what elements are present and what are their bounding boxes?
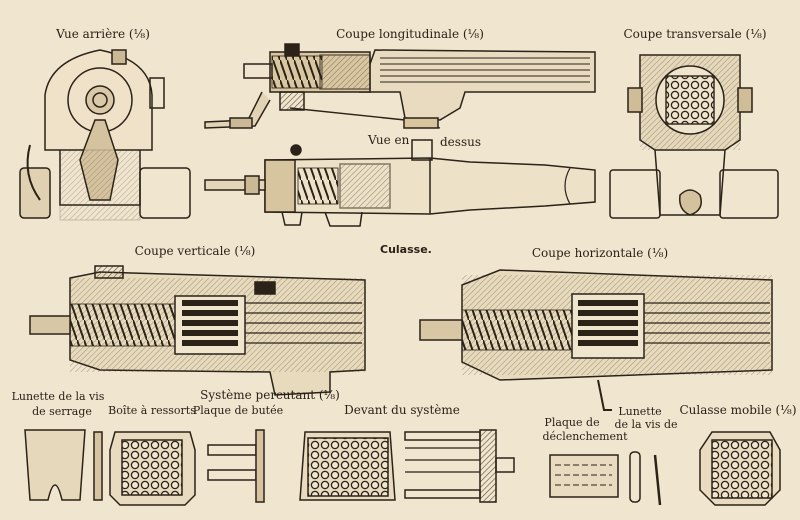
lunette-serrage-drawing	[24, 429, 103, 501]
devant-systeme-drawing	[299, 431, 396, 501]
label-coupe-verticale: Coupe verticale (⅛)	[134, 244, 256, 258]
label-devant-systeme: Devant du système	[344, 403, 460, 417]
label-coupe-horizontale: Coupe horizontale (⅛)	[531, 246, 669, 260]
label-lunette-serrage-1: Lunette de la vis	[11, 390, 105, 403]
coupe-transversale-drawing	[609, 54, 779, 219]
label-boite-ressorts: Boîte à ressorts	[108, 404, 196, 417]
vue-en-dessus-drawing	[204, 139, 596, 227]
coupe-verticale-drawing	[29, 265, 366, 396]
culasse-mobile-drawing	[699, 431, 781, 506]
label-vue-arriere: Vue arrière (⅛)	[56, 27, 150, 41]
label-culasse-mobile: Culasse mobile (⅛)	[679, 403, 797, 417]
label-coupe-transversale: Coupe transversale (⅛)	[623, 27, 767, 41]
label-plaque-declenchement-1: Plaque de	[544, 416, 600, 429]
label-plaque-butee: Plaque de butée	[192, 404, 284, 417]
label-lunette-declenchement-1: Lunette	[618, 405, 662, 418]
label-lunette-serrage-2: de serrage	[32, 405, 92, 418]
lunette-declenchement-drawing	[629, 451, 662, 506]
label-lunette-declenchement-2: de la vis de	[614, 418, 678, 431]
label-systeme-percutant: Système percutant (⅛)	[200, 388, 340, 402]
plaque-butee-drawing	[207, 429, 265, 503]
label-culasse: Culasse.	[380, 243, 432, 256]
label-coupe-longitudinale: Coupe longitudinale (⅛)	[336, 27, 484, 41]
label-plaque-declenchement-2: déclenchement	[542, 430, 628, 443]
boite-ressorts-drawing	[109, 431, 196, 506]
label-dessus: dessus	[440, 135, 481, 149]
coupe-longitudinale-drawing	[204, 43, 596, 129]
label-vue-en: Vue en	[368, 133, 410, 147]
coupe-horizontale-drawing	[419, 269, 773, 411]
vue-arriere-drawing	[19, 49, 191, 221]
systeme-percutant-side-drawing	[404, 429, 515, 503]
plaque-declenchement-drawing	[549, 454, 619, 498]
